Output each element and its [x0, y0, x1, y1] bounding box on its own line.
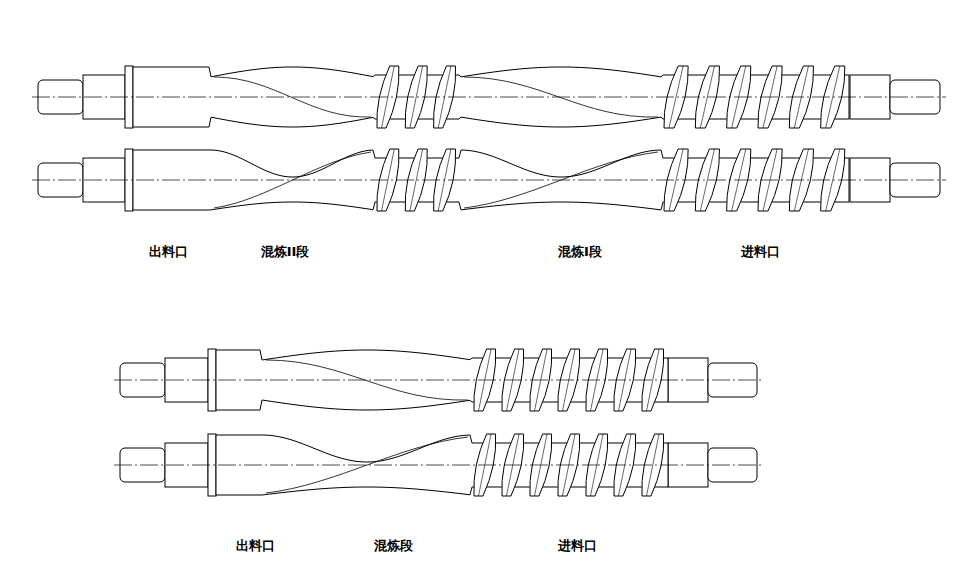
screw-shaft: [32, 66, 946, 128]
section-label: 混炼I段: [558, 244, 602, 260]
section-label: 出料口: [149, 244, 188, 260]
screw-shaft: [114, 434, 763, 496]
section-label: 进料口: [741, 244, 780, 260]
section-label: 进料口: [558, 538, 597, 554]
screw-shaft: [32, 149, 946, 211]
center-line: [32, 97, 946, 98]
section-label: 混炼II段: [261, 244, 310, 260]
center-line: [114, 380, 763, 381]
section-label: 混炼段: [374, 538, 413, 554]
center-line: [32, 180, 946, 181]
section-label: 出料口: [236, 538, 275, 554]
screw-shaft: [114, 349, 763, 411]
center-line: [114, 465, 763, 466]
